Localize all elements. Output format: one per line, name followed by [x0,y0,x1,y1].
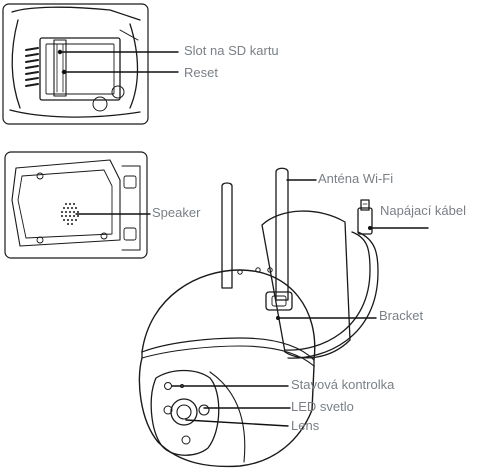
speaker-inset [4,151,151,259]
label-led-light: LED svetlo [291,399,354,414]
label-bracket: Bracket [379,308,424,323]
label-speaker: Speaker [152,205,201,220]
vent-slots [25,47,39,87]
label-sd-slot: Slot na SD kartu [184,43,279,58]
camera-body [138,167,429,468]
label-lens: Lens [291,418,320,433]
label-antenna: Anténa Wi-Fi [318,171,394,186]
speaker-grille [61,203,79,225]
label-reset: Reset [184,65,218,80]
label-power-cable: Napájací kábel [380,203,466,218]
sd-slot-inset [2,3,179,125]
label-status-led: Stavová kontrolka [291,377,395,392]
